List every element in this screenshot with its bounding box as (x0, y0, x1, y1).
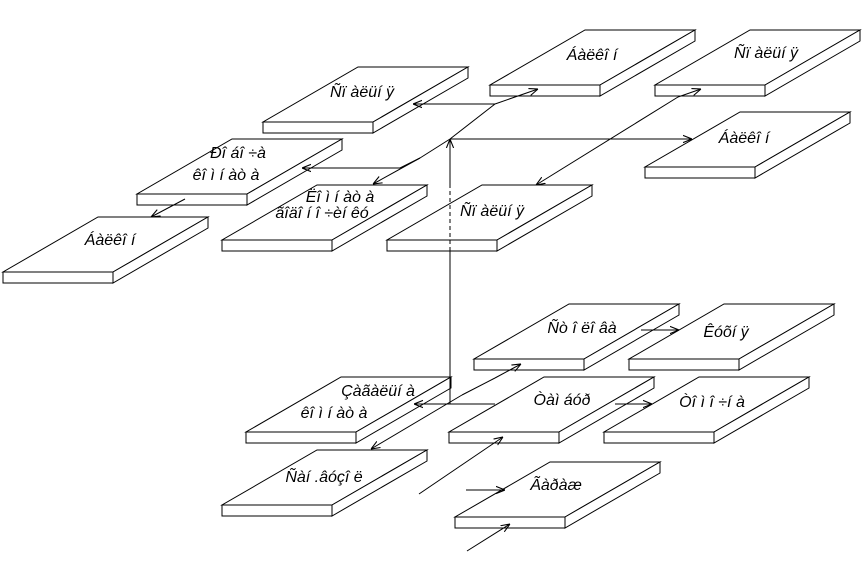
room-label: Áàëêî í (84, 230, 137, 249)
room-label: Áàëêî í (566, 45, 619, 64)
connector-arrow (151, 198, 186, 217)
connector-arrow (373, 157, 421, 184)
connector-arrow (466, 524, 510, 552)
room-block-balkon-left: Áàëêî í (1, 216, 210, 284)
room-label: Ðî áî ÷à (210, 145, 266, 162)
room-block-robocha-komnata: Ðî áî ÷à êî ì í àò à (135, 138, 344, 206)
connector-arrow (536, 96, 679, 185)
room-block-spalnia-top: Ñï àëüí ÿ (261, 66, 470, 134)
room-block-stolova: Ñò î ëî âà (472, 303, 681, 371)
room-block-balkon-right: Áàëêî í (643, 111, 852, 179)
room-label: Òî ì î ÷í à (679, 392, 745, 411)
room-block-topochna: Òî ì î ÷í à (602, 376, 811, 444)
room-label: Ñò î ëî âà (547, 318, 616, 337)
room-block-spalnia-middle: Ñï àëüí ÿ (385, 184, 594, 252)
room-block-garazh: Ãàðàæ (453, 461, 662, 529)
room-block-zahalna-komnata: Çàãàëüí à êî ì í àò à (244, 376, 453, 444)
connector-line (461, 377, 496, 396)
room-block-spalnia-right: Ñï àëüí ÿ (653, 29, 862, 97)
room-block-balkon-top: Áàëêî í (488, 29, 697, 97)
room-label: Ñï àëüí ÿ (734, 43, 799, 62)
connector-arrow (677, 89, 701, 98)
connector-line (449, 103, 496, 140)
connectors (151, 89, 701, 552)
room-label: Ëî ì í àò à (306, 188, 375, 206)
room-label: ãîäî í î ÷èí êó (275, 205, 368, 222)
connector-arrow (494, 89, 538, 105)
connector-line (419, 138, 451, 159)
room-label: Òàì áóð (534, 390, 591, 409)
room-label: Áàëêî í (718, 128, 771, 147)
room-label: Çàãàëüí à (341, 383, 415, 400)
room-label: êî ì í àò à (193, 167, 260, 184)
room-label: Ñàí .âóçî ë (285, 467, 362, 486)
room-block-kimnata-hodovnyka: Ëî ì í àò à ãîäî í î ÷èí êó (220, 184, 429, 252)
room-label: Ñï àëüí ÿ (460, 201, 525, 220)
connector-arrow (494, 364, 521, 379)
room-label: Ñï àëüí ÿ (330, 82, 395, 101)
room-block-tambur: Òàì áóð (447, 376, 656, 444)
room-block-san-vuzol: Ñàí .âóçî ë (220, 449, 429, 517)
connector-arrow (418, 437, 503, 495)
room-label: êî ì í àò à (301, 405, 368, 422)
room-label: Ãàðàæ (529, 475, 582, 494)
room-block-kukhnia: Êóõí ÿ (627, 303, 836, 371)
room-label: Êóõí ÿ (703, 322, 749, 341)
connector-arrow (371, 394, 463, 449)
